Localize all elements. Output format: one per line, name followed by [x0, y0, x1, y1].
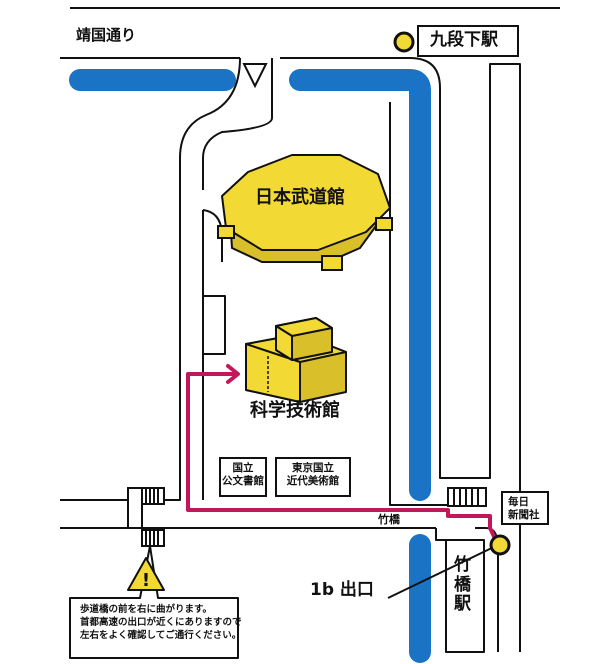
caution-line3: 左右をよく確認してご通行ください。	[80, 629, 242, 641]
warning-icon	[127, 557, 165, 591]
science-museum-building	[245, 317, 347, 403]
crosswalk-east	[447, 487, 487, 507]
exit-1b-marker	[489, 534, 511, 556]
takebashi-station-char1: 竹	[454, 555, 471, 575]
moat-east	[289, 69, 431, 501]
warning-exclamation: !	[142, 570, 150, 591]
mainichi-box	[501, 491, 549, 525]
takebashi-label: 竹橋	[378, 513, 400, 526]
nippon-budokan-building	[217, 154, 393, 271]
nippon-budokan-label: 日本武道館	[255, 187, 345, 208]
takebashi-station-char3: 駅	[454, 594, 471, 615]
road-divider-triangle	[242, 63, 268, 89]
takebashi-station-char2: 橋	[454, 574, 471, 595]
caution-line2: 首都高速の出口が近くにありますので	[80, 616, 242, 628]
caution-text: 歩道橋の前を右に曲がります。 首都高速の出口が近くにありますので 左右をよく確認…	[80, 604, 242, 642]
route-arrow	[226, 364, 240, 384]
mainichi-line1: 毎日	[508, 496, 529, 508]
yasukuni-dori-label: 靖国通り	[76, 26, 137, 44]
exit-leader-line	[387, 544, 499, 599]
momat-line1: 東京国立	[292, 462, 334, 474]
national-archives-line1: 国立	[232, 462, 254, 474]
national-archives-box	[219, 457, 267, 497]
caution-line1: 歩道橋の前を右に曲がります。	[80, 604, 213, 615]
science-museum-label: 科学技術館	[250, 400, 340, 421]
takebashi-station-label: 竹 橋 駅	[454, 555, 471, 615]
momat-box	[275, 457, 351, 497]
kudanshita-station-label: 九段下駅	[430, 30, 498, 50]
pedestrian-bridge	[127, 487, 165, 547]
momat-label: 東京国立 近代美術館	[276, 462, 350, 487]
road-network	[60, 57, 521, 653]
mainichi-line2: 新聞社	[508, 508, 540, 521]
kudanshita-label-box	[417, 25, 519, 57]
mainichi-label: 毎日 新聞社	[502, 496, 548, 521]
kudanshita-station-marker	[393, 31, 415, 53]
momat-line2: 近代美術館	[286, 474, 340, 487]
national-archives-line2: 公文書館	[222, 474, 264, 487]
walking-route	[186, 372, 500, 546]
national-archives-label: 国立 公文書館	[220, 462, 266, 487]
exit-1b-label: 1b 出口	[310, 580, 374, 600]
